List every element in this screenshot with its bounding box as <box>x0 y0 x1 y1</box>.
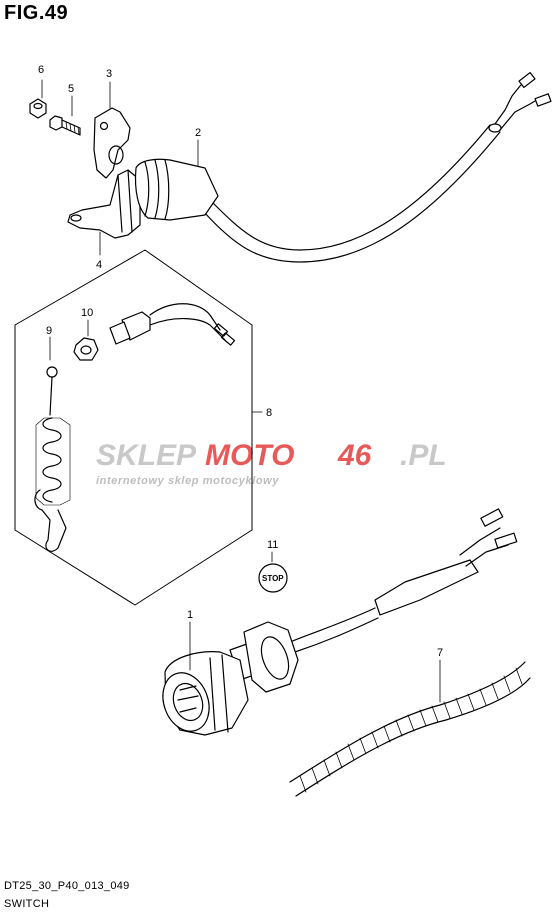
stop-label: STOP <box>262 574 284 583</box>
part-8-kit-switch <box>109 303 263 413</box>
part-1-switch <box>162 508 518 736</box>
part-9-lanyard <box>34 336 71 552</box>
callout-7: 7 <box>437 647 443 659</box>
watermark: SKLEP MOTO 46 .PL internetowy sklep moto… <box>96 439 447 487</box>
callout-6: 6 <box>38 64 44 76</box>
callout-9: 9 <box>46 325 52 337</box>
part-2-switch <box>134 71 552 263</box>
part-5-bolt <box>49 95 81 136</box>
part-7-spiral-tube <box>289 659 531 797</box>
callout-3: 3 <box>106 68 112 80</box>
part-4-bracket <box>67 169 141 256</box>
callout-8: 8 <box>266 407 272 419</box>
part-11-stop-plate: STOP <box>258 551 288 593</box>
callout-11: 11 <box>267 539 278 551</box>
watermark-brand-c: 46 <box>337 439 372 472</box>
watermark-brand-a: SKLEP <box>96 439 197 472</box>
callout-5: 5 <box>68 83 74 95</box>
callout-1: 1 <box>187 609 193 621</box>
part-3-plate <box>93 81 131 179</box>
diagram-code: DT25_30_P40_013_049 <box>4 880 130 892</box>
part-6-nut <box>29 79 47 119</box>
callout-4: 4 <box>96 259 102 271</box>
diagram-name: SWITCH <box>4 898 50 910</box>
watermark-brand-b: MOTO <box>205 439 294 472</box>
watermark-tagline: internetowy sklep motocyklowy <box>96 475 279 487</box>
callout-2: 2 <box>195 127 201 139</box>
watermark-brand-d: .PL <box>400 439 447 472</box>
kit-frame <box>14 249 253 606</box>
callouts: 6 5 3 2 4 10 9 8 11 1 7 <box>38 64 443 659</box>
callout-10: 10 <box>81 307 93 319</box>
part-10-nut <box>73 319 99 361</box>
figure-title: FIG.49 <box>4 2 69 24</box>
